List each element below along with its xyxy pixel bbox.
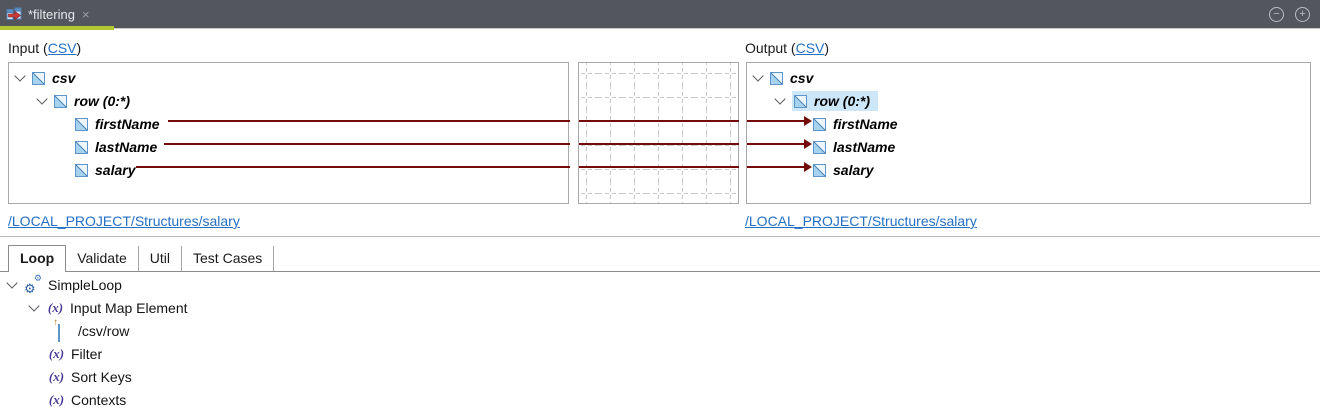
element-icon: [58, 323, 60, 342]
input-ref-decorator-icon: ↑: [53, 316, 58, 328]
node-label: lastName: [95, 139, 158, 155]
close-icon[interactable]: ×: [81, 6, 90, 22]
expression-icon: (x): [47, 300, 64, 315]
node-label: SimpleLoop: [48, 277, 122, 293]
chevron-down-icon[interactable]: [774, 93, 786, 105]
tree-node-row[interactable]: row (0:*): [9, 90, 568, 112]
element-icon: [813, 163, 826, 177]
chevron-down-icon[interactable]: [6, 277, 18, 289]
node-label: lastName: [833, 139, 896, 155]
tree-node-firstname[interactable]: firstName: [9, 113, 568, 135]
editor-tabbar: *filtering × − +: [0, 0, 1320, 28]
node-label: firstName: [95, 116, 160, 132]
tree-node-salary[interactable]: salary: [747, 159, 1310, 181]
loop-node-csv-row-path[interactable]: ↑ /csv/row: [0, 317, 1320, 342]
chevron-down-icon[interactable]: [36, 93, 48, 105]
mapping-line-salary: [747, 166, 805, 168]
node-label: Filter: [71, 346, 103, 362]
element-icon: [75, 117, 88, 131]
node-label: row (0:*): [814, 93, 870, 109]
node-label: csv: [790, 70, 814, 86]
mapping-line-firstname: [747, 120, 805, 122]
input-csv-link[interactable]: CSV: [47, 40, 77, 56]
mapping-line-salary: [579, 166, 739, 168]
view-controls: − +: [1269, 6, 1310, 22]
gears-icon: ⚙ ⚙: [24, 273, 42, 297]
mapping-arrow-icon: [804, 162, 812, 172]
chevron-down-icon[interactable]: [28, 300, 40, 312]
input-section-label: Input (CSV): [8, 40, 81, 56]
editor-tab-title: *filtering: [28, 6, 75, 22]
tab-test-cases[interactable]: Test Cases: [182, 246, 275, 271]
canvas-grid: [579, 63, 738, 203]
minimize-icon[interactable]: −: [1269, 6, 1284, 22]
node-label: csv: [52, 70, 76, 86]
node-label: firstName: [833, 116, 898, 132]
element-icon: [813, 117, 826, 131]
input-label-suffix: ): [76, 40, 82, 56]
tree-node-row-selected[interactable]: row (0:*): [747, 90, 1310, 112]
tab-validate[interactable]: Validate: [66, 246, 139, 271]
expression-icon: (x): [48, 392, 65, 407]
element-icon: [770, 71, 783, 85]
mapping-line-salary: [136, 166, 570, 168]
loop-node-simpleloop[interactable]: ⚙ ⚙ SimpleLoop: [0, 274, 1320, 296]
chevron-down-icon[interactable]: [14, 70, 26, 82]
output-structure-link[interactable]: /LOCAL_PROJECT/Structures/salary: [745, 213, 977, 229]
mapping-line-firstname: [579, 120, 739, 122]
mapping-line-lastname: [579, 143, 739, 145]
loop-node-filter[interactable]: (x) Filter: [0, 343, 1320, 365]
element-icon: [75, 163, 88, 177]
mapping-canvas: [578, 62, 739, 204]
tree-node-lastname[interactable]: lastName: [747, 136, 1310, 158]
input-tree-panel: csv row (0:*) firstName lastName salary: [8, 62, 569, 204]
loop-node-contexts[interactable]: (x) Contexts: [0, 389, 1320, 411]
mapping-arrow-icon: [804, 116, 812, 126]
node-label: Sort Keys: [71, 369, 132, 385]
loop-node-input-map-element[interactable]: (x) Input Map Element: [0, 297, 1320, 319]
node-label: Input Map Element: [70, 300, 188, 316]
mapping-line-lastname: [747, 143, 805, 145]
mapping-file-icon: [6, 6, 22, 22]
output-csv-link[interactable]: CSV: [795, 40, 825, 56]
tab-loop[interactable]: Loop: [8, 245, 67, 272]
expression-icon: (x): [48, 369, 65, 384]
splitter[interactable]: [0, 236, 1320, 237]
element-icon: [813, 140, 826, 154]
node-label: salary: [95, 162, 136, 178]
tree-node-csv[interactable]: csv: [747, 67, 1310, 89]
node-label: /csv/row: [78, 323, 130, 339]
mapping-line-firstname: [168, 120, 570, 122]
node-label: Contexts: [71, 392, 127, 408]
output-label-prefix: Output (: [745, 40, 796, 56]
input-label-prefix: Input (: [8, 40, 48, 56]
active-tab-underline: [0, 26, 114, 30]
node-label: row (0:*): [74, 93, 130, 109]
chevron-down-icon[interactable]: [752, 70, 764, 82]
input-structure-link[interactable]: /LOCAL_PROJECT/Structures/salary: [8, 213, 240, 229]
tree-node-lastname[interactable]: lastName: [9, 136, 568, 158]
node-label: salary: [833, 162, 874, 178]
element-icon: [75, 140, 88, 154]
output-section-label: Output (CSV): [745, 40, 829, 56]
output-tree-panel: csv row (0:*) firstName lastName salary: [746, 62, 1311, 204]
tree-node-firstname[interactable]: firstName: [747, 113, 1310, 135]
tree-node-salary[interactable]: salary: [9, 159, 568, 181]
mapping-arrow-icon: [804, 139, 812, 149]
maximize-icon[interactable]: +: [1295, 6, 1310, 22]
element-ref-icon: ↑: [53, 317, 71, 342]
mapping-line-lastname: [164, 143, 570, 145]
loop-node-sort-keys[interactable]: (x) Sort Keys: [0, 366, 1320, 388]
tabbar-border: [0, 28, 1320, 29]
tab-util[interactable]: Util: [139, 246, 183, 271]
element-icon: [32, 71, 45, 85]
tree-node-csv[interactable]: csv: [9, 67, 568, 89]
bottom-tabbar: Loop Validate Util Test Cases: [0, 245, 1320, 272]
expression-icon: (x): [48, 346, 65, 361]
element-icon: [54, 94, 67, 108]
selected-node-highlight: row (0:*): [792, 91, 878, 111]
editor-tab-filtering[interactable]: *filtering ×: [0, 0, 114, 28]
element-icon: [794, 94, 807, 108]
output-label-suffix: ): [824, 40, 830, 56]
